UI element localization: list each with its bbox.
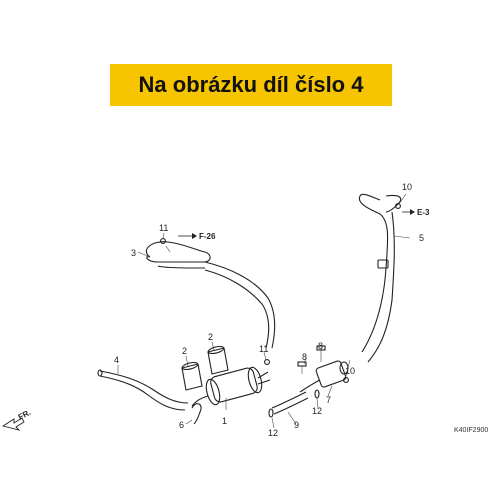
callout-9: 9: [294, 420, 299, 430]
callout-2a: 2: [182, 346, 187, 356]
hose-5: [358, 193, 402, 363]
reference-f26-label: F-26: [199, 232, 216, 241]
leader-lines: [117, 193, 411, 429]
callout-2b: 2: [208, 332, 213, 342]
callout-4: 4: [114, 355, 119, 365]
callout-6: 6: [179, 420, 184, 430]
callout-12b: 12: [312, 406, 322, 416]
fuel-pump: [191, 366, 271, 407]
hose-4: [97, 369, 189, 411]
hose-3: [145, 241, 211, 269]
diagram-code: K40IF2900: [454, 427, 488, 434]
clamps: [160, 203, 401, 418]
part-number-banner: Na obrázku díl číslo 4: [110, 64, 392, 106]
callout-5: 5: [419, 233, 424, 243]
banner-text: Na obrázku díl číslo 4: [138, 72, 364, 97]
callout-3: 3: [131, 248, 136, 258]
callout-8a: 8: [318, 341, 323, 351]
joint-7: [299, 360, 349, 393]
pump-mounts: [181, 345, 229, 391]
reference-e3-label: E-3: [417, 208, 430, 217]
callout-10b: 10: [345, 366, 355, 376]
callout-12a: 12: [268, 428, 278, 438]
front-direction-label: FR.: [17, 408, 33, 422]
front-direction-arrow: FR.: [1, 408, 33, 431]
callout-7: 7: [326, 395, 331, 405]
callout-11b: 11: [259, 344, 268, 354]
callout-11a: 11: [159, 223, 168, 233]
bolts-8: [297, 345, 326, 374]
hose-9: [271, 391, 309, 415]
callout-8b: 8: [302, 352, 307, 362]
callout-10a: 10: [402, 182, 412, 192]
reference-e3: E-3: [402, 208, 430, 217]
hose-upper-run: [204, 261, 276, 349]
clip-6: [191, 403, 202, 425]
reference-f26: F-26: [178, 232, 216, 241]
callout-1: 1: [222, 416, 227, 426]
